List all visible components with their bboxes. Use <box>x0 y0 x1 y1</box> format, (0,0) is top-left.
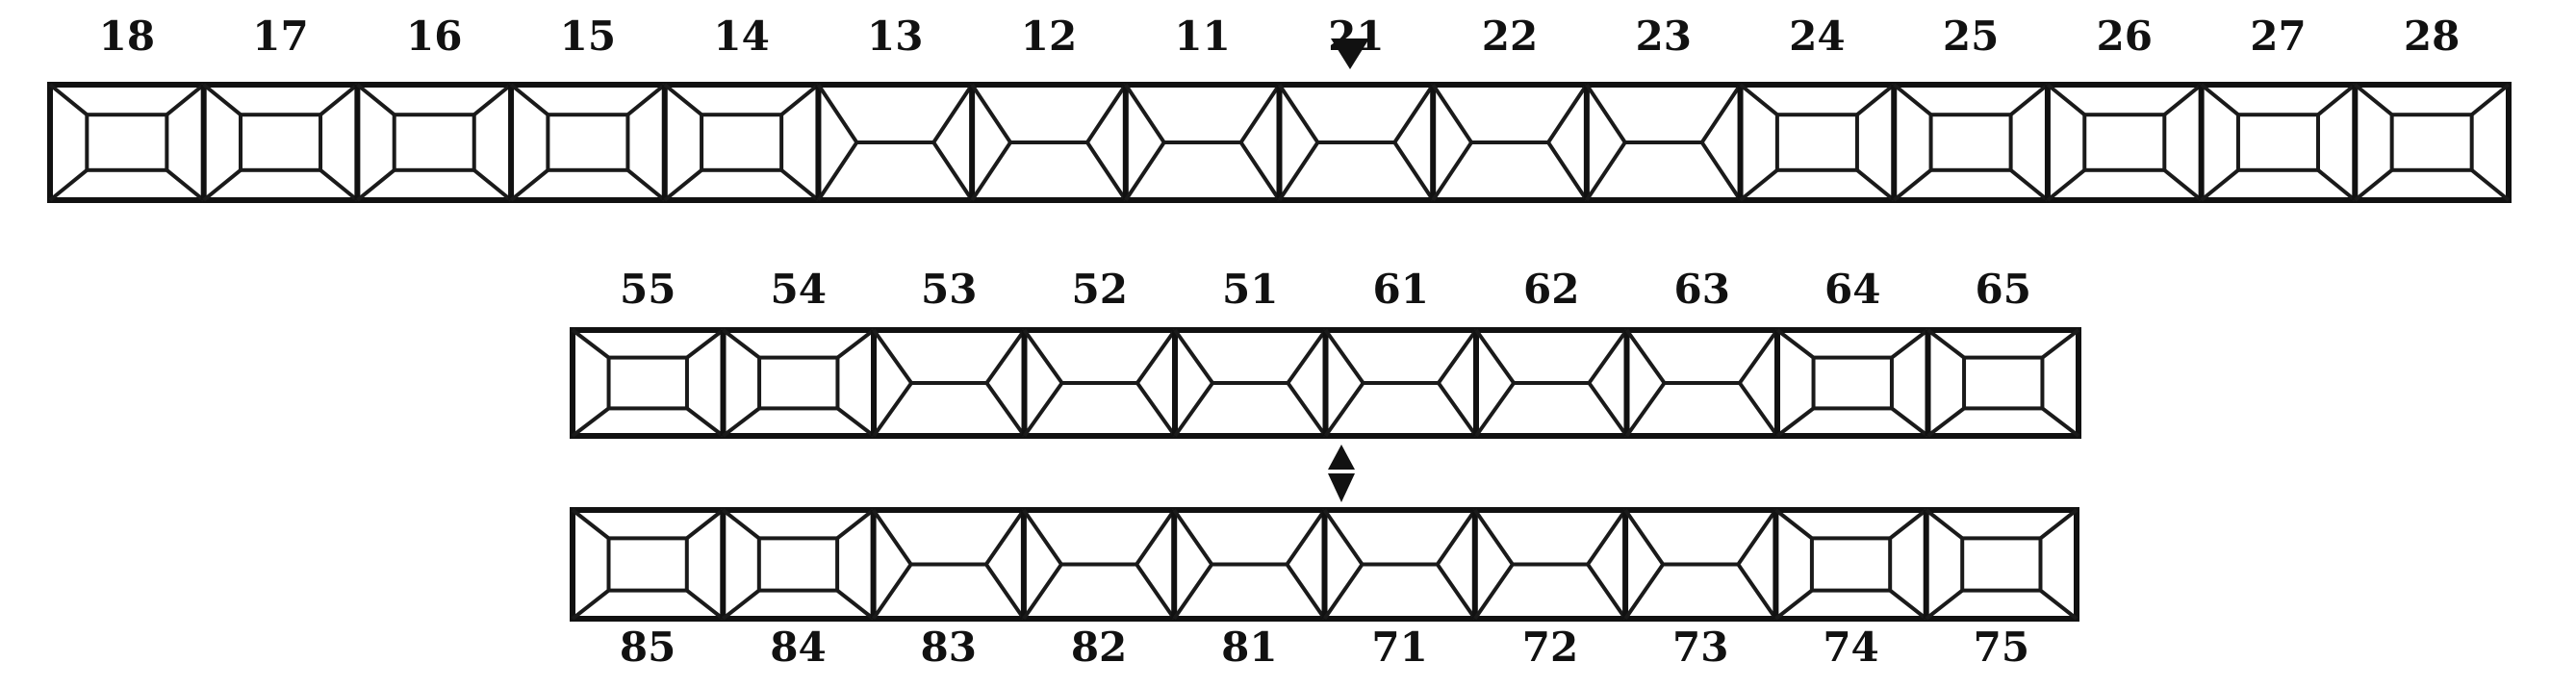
row-primary-upper: 55 54 53 52 51 61 62 63 64 65 <box>570 266 2081 439</box>
tooth-number-label: 11 <box>1174 13 1230 60</box>
tooth-28[interactable]: 28 <box>2352 13 2511 202</box>
tooth-number-label: 65 <box>1976 266 2031 313</box>
tooth-number-label: 27 <box>2250 13 2306 60</box>
tooth-number-label: 72 <box>1522 624 1578 671</box>
tooth-13[interactable]: 13 <box>815 13 974 202</box>
tooth-number-label: 16 <box>406 13 462 60</box>
tooth-12[interactable]: 12 <box>969 13 1128 202</box>
tooth-53[interactable]: 53 <box>871 266 1027 438</box>
tooth-24[interactable]: 24 <box>1737 13 1896 202</box>
tooth-63[interactable]: 63 <box>1623 266 1779 438</box>
tooth-72[interactable]: 72 <box>1471 508 1627 671</box>
tooth-14[interactable]: 14 <box>661 13 820 202</box>
tooth-number-label: 62 <box>1523 266 1579 313</box>
tooth-85[interactable]: 85 <box>571 508 725 671</box>
tooth-number-label: 52 <box>1072 266 1128 313</box>
tooth-number-label: 74 <box>1823 624 1878 671</box>
tooth-84[interactable]: 84 <box>720 508 875 671</box>
tooth-number-label: 25 <box>1943 13 1999 60</box>
tooth-number-label: 84 <box>770 624 826 671</box>
tooth-51[interactable]: 51 <box>1172 266 1328 438</box>
tooth-number-label: 12 <box>1021 13 1077 60</box>
tooth-23[interactable]: 23 <box>1583 13 1743 202</box>
tooth-22[interactable]: 22 <box>1430 13 1589 202</box>
tooth-number-label: 23 <box>1635 13 1691 60</box>
tooth-number-label: 51 <box>1222 266 1278 313</box>
tooth-number-label: 85 <box>620 624 676 671</box>
tooth-71[interactable]: 71 <box>1321 508 1477 671</box>
tooth-16[interactable]: 16 <box>354 13 513 202</box>
tooth-27[interactable]: 27 <box>2198 13 2357 202</box>
tooth-number-label: 71 <box>1371 624 1427 671</box>
tooth-15[interactable]: 15 <box>508 13 667 202</box>
tooth-25[interactable]: 25 <box>1891 13 2050 202</box>
tooth-64[interactable]: 64 <box>1774 266 1929 438</box>
tooth-number-label: 61 <box>1373 266 1429 313</box>
tooth-number-label: 81 <box>1221 624 1277 671</box>
triangle-down-marker <box>1331 38 1369 69</box>
tooth-number-label: 13 <box>867 13 923 60</box>
tooth-number-label: 75 <box>1974 624 2029 671</box>
tooth-number-label: 54 <box>771 266 827 313</box>
tooth-54[interactable]: 54 <box>720 266 876 438</box>
tooth-18[interactable]: 18 <box>48 13 205 202</box>
tooth-11[interactable]: 11 <box>1122 13 1282 202</box>
tooth-number-label: 55 <box>620 266 676 313</box>
tooth-number-label: 28 <box>2404 13 2460 60</box>
tooth-65[interactable]: 65 <box>1925 266 2080 438</box>
tooth-17[interactable]: 17 <box>200 13 359 202</box>
tooth-number-label: 26 <box>2097 13 2153 60</box>
tooth-number-label: 73 <box>1672 624 1728 671</box>
tooth-73[interactable]: 73 <box>1622 508 1778 671</box>
tooth-number-label: 14 <box>713 13 769 60</box>
tooth-82[interactable]: 82 <box>1020 508 1176 671</box>
tooth-62[interactable]: 62 <box>1473 266 1629 438</box>
tooth-number-label: 63 <box>1674 266 1730 313</box>
tooth-81[interactable]: 81 <box>1171 508 1327 671</box>
tooth-number-label: 17 <box>252 13 308 60</box>
tooth-number-label: 15 <box>560 13 616 60</box>
tooth-83[interactable]: 83 <box>870 508 1026 671</box>
tooth-74[interactable]: 74 <box>1773 508 1927 671</box>
tooth-26[interactable]: 26 <box>2044 13 2203 202</box>
tooth-52[interactable]: 52 <box>1021 266 1177 438</box>
tooth-number-label: 22 <box>1482 13 1538 60</box>
tooth-number-label: 82 <box>1071 624 1127 671</box>
tooth-21[interactable]: 21 <box>1276 13 1435 202</box>
tooth-61[interactable]: 61 <box>1322 266 1478 438</box>
row-primary-lower: 85 84 83 82 81 71 72 73 74 75 <box>570 507 2079 671</box>
midline-arrow-marker <box>1328 445 1355 502</box>
tooth-number-label: 83 <box>921 624 977 671</box>
tooth-number-label: 24 <box>1789 13 1845 60</box>
tooth-number-label: 64 <box>1824 266 1880 313</box>
tooth-number-label: 18 <box>99 13 155 60</box>
row-permanent-upper: 18 17 16 15 14 13 12 11 21 22 23 24 25 26 27 28 <box>47 13 2512 203</box>
tooth-75[interactable]: 75 <box>1923 508 2079 671</box>
tooth-55[interactable]: 55 <box>571 266 725 438</box>
tooth-number-label: 53 <box>921 266 977 313</box>
